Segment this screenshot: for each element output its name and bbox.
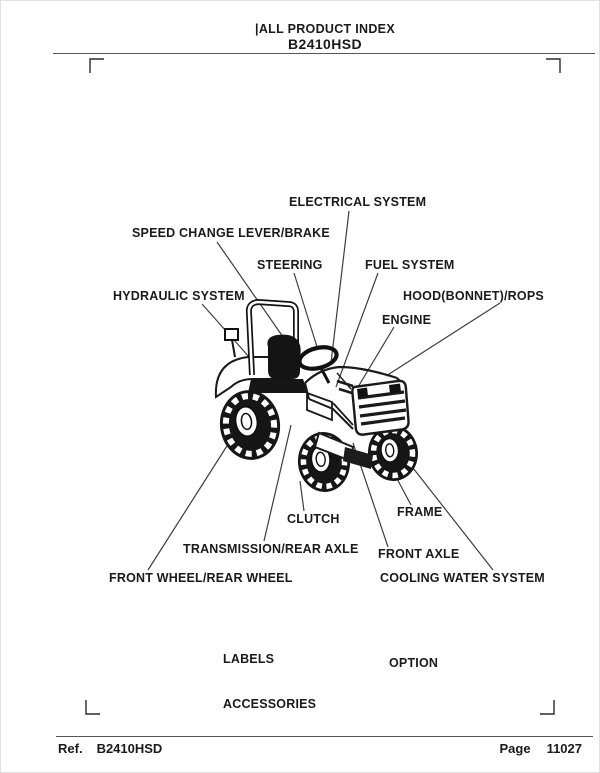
callout-fuel-system[interactable]: FUEL SYSTEM xyxy=(365,258,455,272)
callout-electrical-system[interactable]: ELECTRICAL SYSTEM xyxy=(289,195,427,209)
callout-engine[interactable]: ENGINE xyxy=(382,313,432,327)
callout-steering[interactable]: STEERING xyxy=(257,258,323,272)
leader-electrical-system xyxy=(330,210,350,364)
leader-engine xyxy=(357,326,395,388)
callout-clutch[interactable]: CLUTCH xyxy=(287,512,340,526)
leader-hood-rops xyxy=(385,302,501,377)
footer-page-value: 11027 xyxy=(546,741,582,756)
hood-side-vents xyxy=(336,379,354,395)
leader-cooling-water xyxy=(412,467,494,571)
category-accessories[interactable]: ACCESSORIES xyxy=(223,697,317,711)
callout-front-axle[interactable]: FRONT AXLE xyxy=(378,547,460,561)
crop-mark-top-left-icon xyxy=(89,58,104,73)
leader-front-rear-wheel xyxy=(147,437,233,571)
callout-frame[interactable]: FRAME xyxy=(397,505,443,519)
callout-cooling-water-system[interactable]: COOLING WATER SYSTEM xyxy=(380,571,545,585)
footer-page: Page 11027 xyxy=(499,741,582,756)
footer-ref: Ref. B2410HSD xyxy=(58,741,162,756)
rear-bracket xyxy=(224,328,239,341)
seat xyxy=(267,334,301,379)
header-rule xyxy=(53,53,595,54)
rear-wheel xyxy=(219,390,281,460)
footer-ref-value: B2410HSD xyxy=(96,741,163,756)
hood-top xyxy=(304,365,398,384)
steering-wheel xyxy=(297,345,339,371)
callout-hood-bonnet-rops[interactable]: HOOD(BONNET)/ROPS xyxy=(403,289,544,303)
front-right-wheel xyxy=(367,425,419,481)
footer-ref-label: Ref. xyxy=(58,741,83,756)
leader-fuel-system xyxy=(335,272,379,388)
headlight-right xyxy=(389,383,401,394)
headlight-left xyxy=(357,387,368,398)
crop-mark-top-right-icon xyxy=(546,58,561,73)
leader-clutch xyxy=(299,480,305,512)
category-labels[interactable]: LABELS xyxy=(223,652,275,666)
callout-transmission-rear-axle[interactable]: TRANSMISSION/REAR AXLE xyxy=(183,542,359,556)
grille-slats xyxy=(357,390,407,426)
leader-steering xyxy=(293,272,319,351)
model-number: B2410HSD xyxy=(287,36,363,52)
page-title: |ALL PRODUCT INDEX xyxy=(255,22,395,36)
footer-rule xyxy=(56,736,593,737)
callout-speed-change-lever[interactable]: SPEED CHANGE LEVER/BRAKE xyxy=(132,226,330,240)
tractor-drawing xyxy=(214,298,419,492)
crop-marks xyxy=(85,58,561,715)
crop-mark-bottom-right-icon xyxy=(540,700,555,715)
category-option[interactable]: OPTION xyxy=(389,656,439,670)
callout-front-wheel-rear-wheel[interactable]: FRONT WHEEL/REAR WHEEL xyxy=(109,571,293,585)
front-axle-block xyxy=(343,447,373,469)
callout-hydraulic-system[interactable]: HYDRAULIC SYSTEM xyxy=(113,289,245,303)
leader-speed-change xyxy=(216,241,291,348)
leader-transmission xyxy=(263,424,292,542)
crop-mark-bottom-left-icon xyxy=(85,700,100,715)
seat-platform xyxy=(248,379,308,393)
footer-page-label: Page xyxy=(499,741,531,756)
